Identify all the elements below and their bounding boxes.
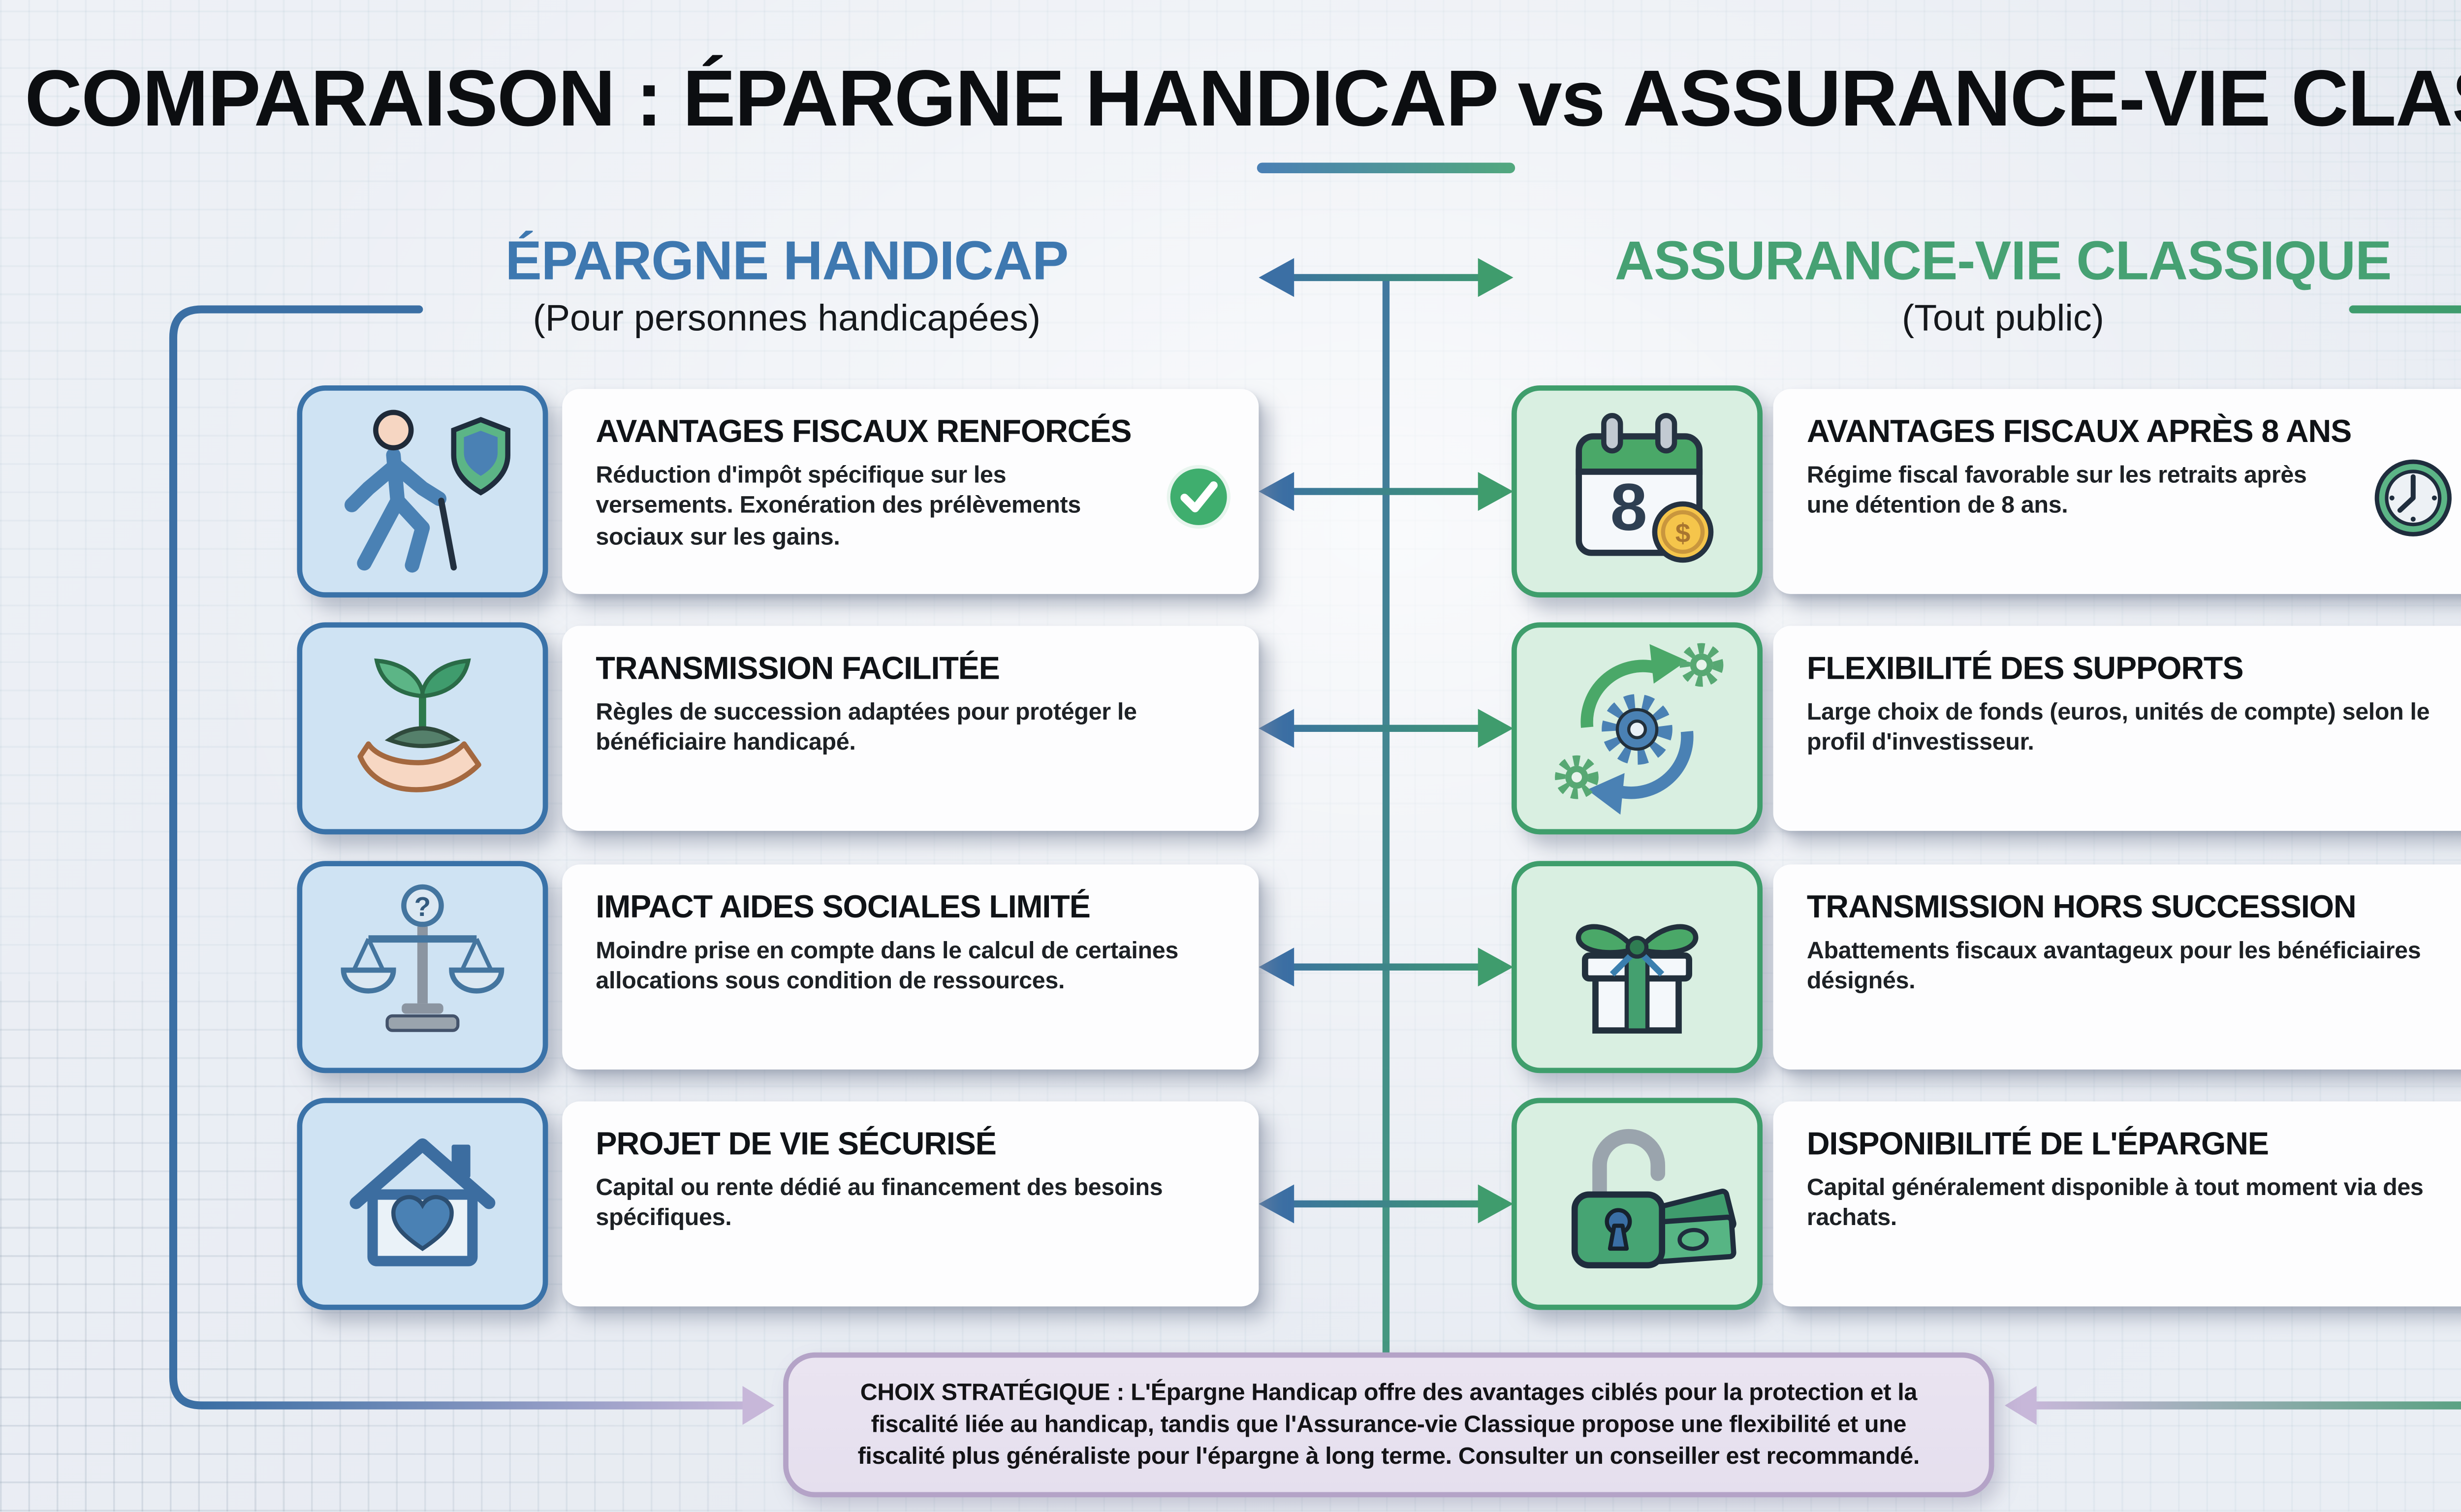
card-body: Capital ou rente dédié au financement de… <box>596 1173 1163 1231</box>
card-title: FLEXIBILITÉ DES SUPPORTS <box>1806 650 2244 686</box>
bidirectional-arrow-row-1 <box>1259 472 1514 511</box>
person-with-cane-and-shield-icon <box>344 410 510 573</box>
card-title: IMPACT AIDES SOCIALES LIMITÉ <box>596 889 1090 925</box>
card-title: DISPONIBILITÉ DE L'ÉPARGNE <box>1806 1126 2269 1162</box>
card-body: Règles de succession adaptées pour proté… <box>596 698 1137 756</box>
open-padlock-cash-icon <box>1571 1129 1736 1269</box>
clock-icon <box>2374 459 2452 536</box>
strategic-choice-box: CHOIX STRATÉGIQUE : L'Épargne Handicap o… <box>783 1352 1994 1498</box>
bidirectional-arrow-header <box>1259 258 1514 297</box>
feature-card: TRANSMISSION HORS SUCCESSION Abattements… <box>1773 864 2461 1070</box>
feature-card: IMPACT AIDES SOCIALES LIMITÉ Moindre pri… <box>562 864 1259 1070</box>
card-title: TRANSMISSION HORS SUCCESSION <box>1806 889 2357 925</box>
left-column-header: ÉPARGNE HANDICAP (Pour personnes handica… <box>292 229 1282 340</box>
feature-card: FLEXIBILITÉ DES SUPPORTS Large choix de … <box>1773 626 2461 831</box>
feature-card: DISPONIBILITÉ DE L'ÉPARGNE Capital génér… <box>1773 1101 2461 1307</box>
card-body: Capital généralement disponible à tout m… <box>1806 1173 2424 1231</box>
card-body: Réduction d'impôt spécifique sur les ver… <box>596 461 1081 550</box>
card-body: Large choix de fonds (euros, unités de c… <box>1806 698 2430 756</box>
svg-text:$: $ <box>1675 518 1691 548</box>
strategic-choice-text: CHOIX STRATÉGIQUE : L'Épargne Handicap o… <box>827 1377 1950 1472</box>
gears-cycle-icon <box>1555 643 1724 815</box>
svg-text:8: 8 <box>1610 470 1647 544</box>
feature-card: TRANSMISSION FACILITÉE Règles de success… <box>562 626 1259 831</box>
check-circle-icon <box>1167 465 1230 529</box>
icon-tile <box>297 385 548 598</box>
calendar-8-with-coin-icon: 8 $ <box>1576 413 1714 563</box>
house-with-heart-icon <box>349 1138 496 1266</box>
feature-card: PROJET DE VIE SÉCURISÉ Capital ou rente … <box>562 1101 1259 1307</box>
right-bracket-connector <box>2005 305 2461 1425</box>
right-column-subheading: (Tout public) <box>1902 298 2104 339</box>
title-accent-underline <box>1257 162 1515 173</box>
icon-tile <box>1511 861 1763 1073</box>
left-column-subheading: (Pour personnes handicapées) <box>533 298 1041 339</box>
card-title: AVANTAGES FISCAUX RENFORCÉS <box>596 413 1132 449</box>
hand-holding-plant-icon <box>357 658 481 792</box>
card-body: Abattements fiscaux avantageux pour les … <box>1806 937 2421 995</box>
card-body: Régime fiscal favorable sur les retraits… <box>1806 461 2307 519</box>
icon-tile <box>1511 1098 1763 1310</box>
card-body: Moindre prise en compte dans le calcul d… <box>596 937 1178 995</box>
gift-box-icon <box>1576 924 1699 1034</box>
svg-text:?: ? <box>414 891 431 922</box>
icon-tile <box>297 622 548 835</box>
right-column-heading: ASSURANCE-VIE CLASSIQUE <box>1614 229 2392 292</box>
icon-tile <box>1511 622 1763 835</box>
icon-tile: 8 $ <box>1511 385 1763 598</box>
right-column-header: ASSURANCE-VIE CLASSIQUE (Tout public) <box>1508 229 2461 340</box>
icon-tile: ? <box>297 861 548 1073</box>
card-title: AVANTAGES FISCAUX APRÈS 8 ANS <box>1806 413 2352 449</box>
card-title: PROJET DE VIE SÉCURISÉ <box>596 1126 997 1162</box>
feature-card: AVANTAGES FISCAUX APRÈS 8 ANS Régime fis… <box>1773 389 2461 594</box>
page-title: COMPARAISON : ÉPARGNE HANDICAP vs ASSURA… <box>25 53 2461 143</box>
bidirectional-arrow-row-3 <box>1259 947 1514 987</box>
lavender-arrowhead-right <box>2005 1386 2037 1425</box>
bidirectional-arrow-row-2 <box>1259 709 1514 748</box>
bidirectional-arrow-row-4 <box>1259 1184 1514 1224</box>
balance-scale-question-icon: ? <box>341 884 505 1032</box>
left-column-heading: ÉPARGNE HANDICAP <box>505 229 1069 292</box>
strategic-choice-label: CHOIX STRATÉGIQUE : <box>860 1379 1125 1406</box>
card-title: TRANSMISSION FACILITÉE <box>596 650 1000 686</box>
icon-tile <box>297 1098 548 1310</box>
strategic-choice-body: L'Épargne Handicap offre des avantages c… <box>857 1379 1920 1469</box>
lavender-arrowhead-left <box>742 1386 775 1425</box>
feature-card: AVANTAGES FISCAUX RENFORCÉS Réduction d'… <box>562 389 1259 594</box>
left-bracket-connector <box>169 305 775 1425</box>
